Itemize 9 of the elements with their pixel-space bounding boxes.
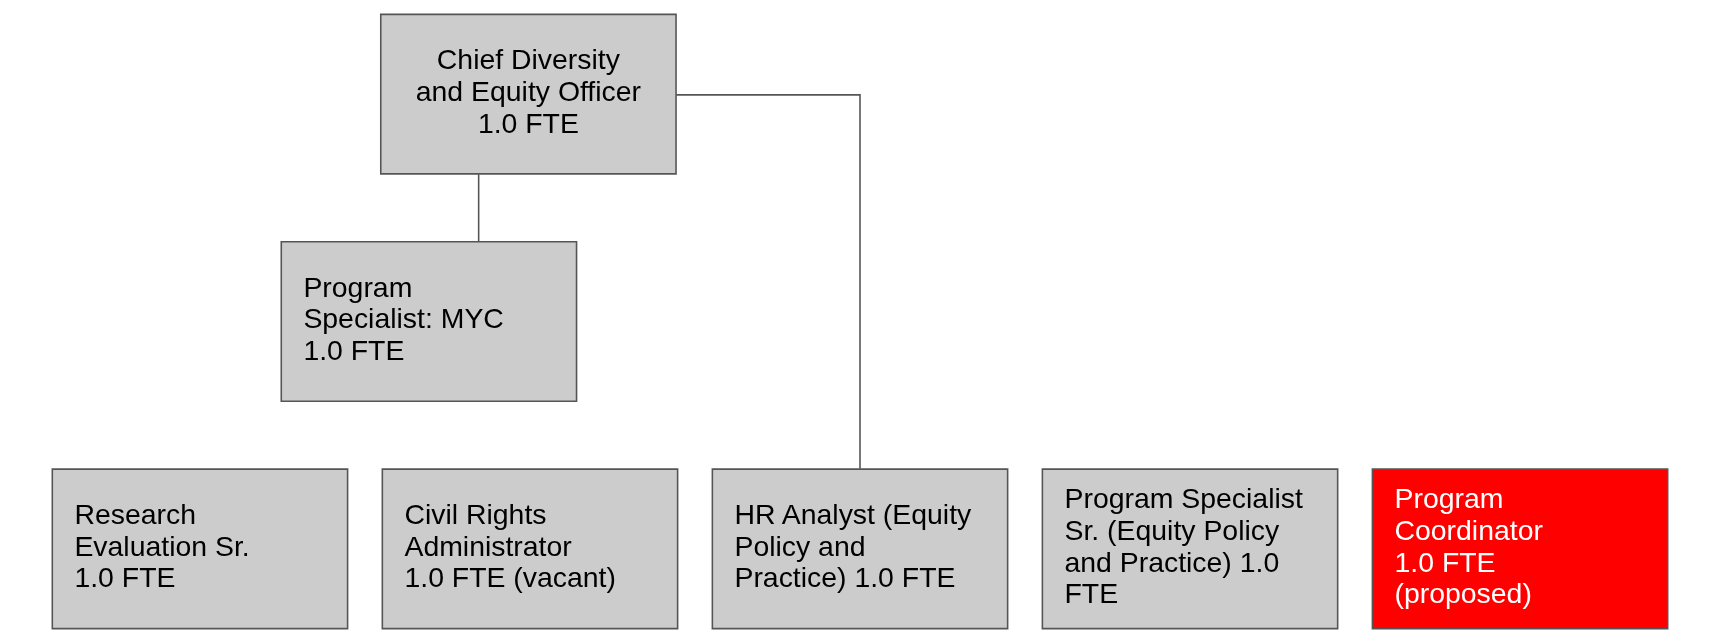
node-box: Program Specialist: MYC 1.0 FTE (280, 240, 578, 403)
connector (477, 173, 480, 243)
node-box: HR Analyst (Equity Policy and Practice) 1.0 FTE (711, 468, 1009, 630)
node-box: Research Evaluation Sr. 1.0 FTE (51, 468, 349, 630)
node-box: Program Coordinator 1.0 FTE (proposed) (1371, 468, 1669, 630)
node-box: Program Specialist Sr. (Equity Policy and Practice) 1.0 FTE (1041, 468, 1339, 630)
node-box: Chief Diversity and Equity Officer 1.0 FTE (379, 13, 677, 175)
connector (675, 94, 861, 470)
node-box: Civil Rights Administrator 1.0 FTE (vacant) (381, 468, 679, 630)
